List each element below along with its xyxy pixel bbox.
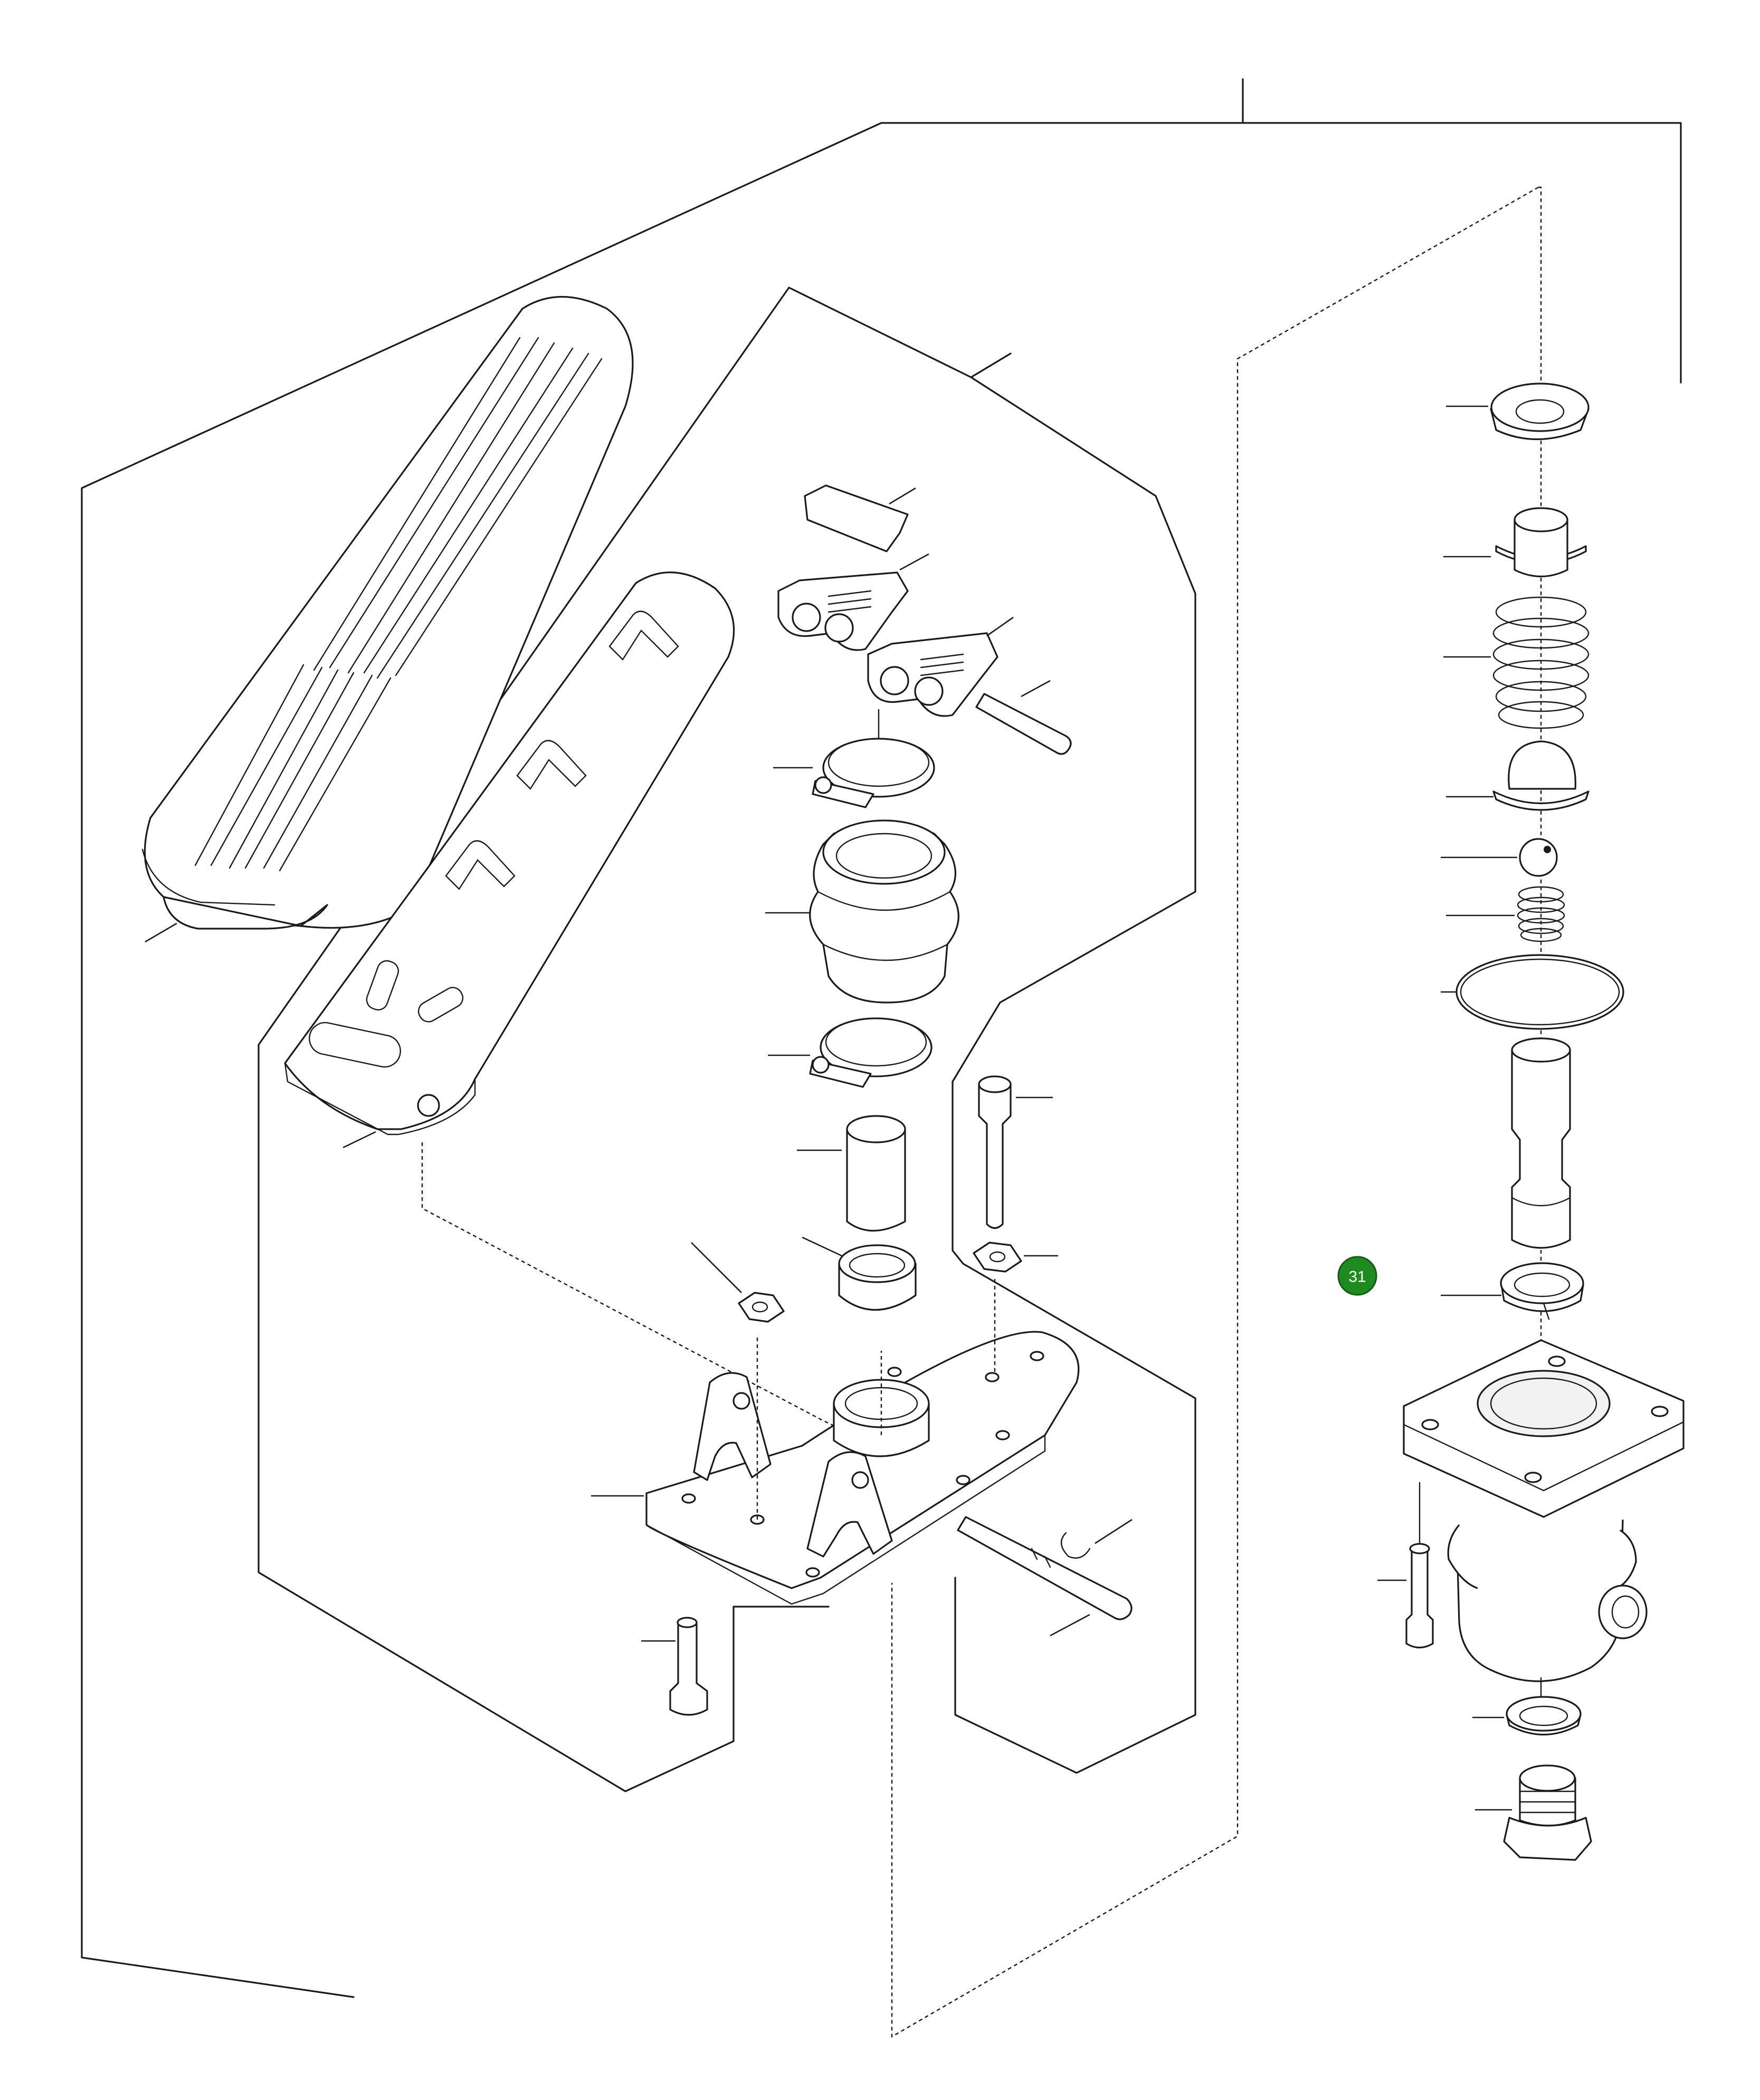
bolt-lower-left (641, 1617, 708, 1716)
plunger-pin (797, 1115, 906, 1232)
nut-left (691, 1242, 785, 1323)
group-boundary-lines (81, 78, 1682, 2038)
upper-clevis-parts (777, 484, 1072, 755)
valve-stack (1377, 383, 1685, 1861)
callout-31[interactable]: 31 (1337, 1256, 1377, 1296)
pedal-pad (141, 295, 634, 943)
pedal-lever (284, 571, 735, 1149)
rubber-boot (765, 819, 959, 1004)
hose-clamp-upper (773, 709, 935, 808)
pivot-pin-and-clip (957, 1516, 1133, 1637)
callout-31-label: 31 (1348, 1268, 1366, 1286)
bushing (802, 1236, 917, 1311)
callout-31-marker[interactable] (1337, 1256, 1377, 1296)
hose-clamp-lower (768, 1017, 933, 1088)
bolt-and-nut-middle (973, 1075, 1058, 1273)
base-plate (591, 1277, 1080, 1605)
